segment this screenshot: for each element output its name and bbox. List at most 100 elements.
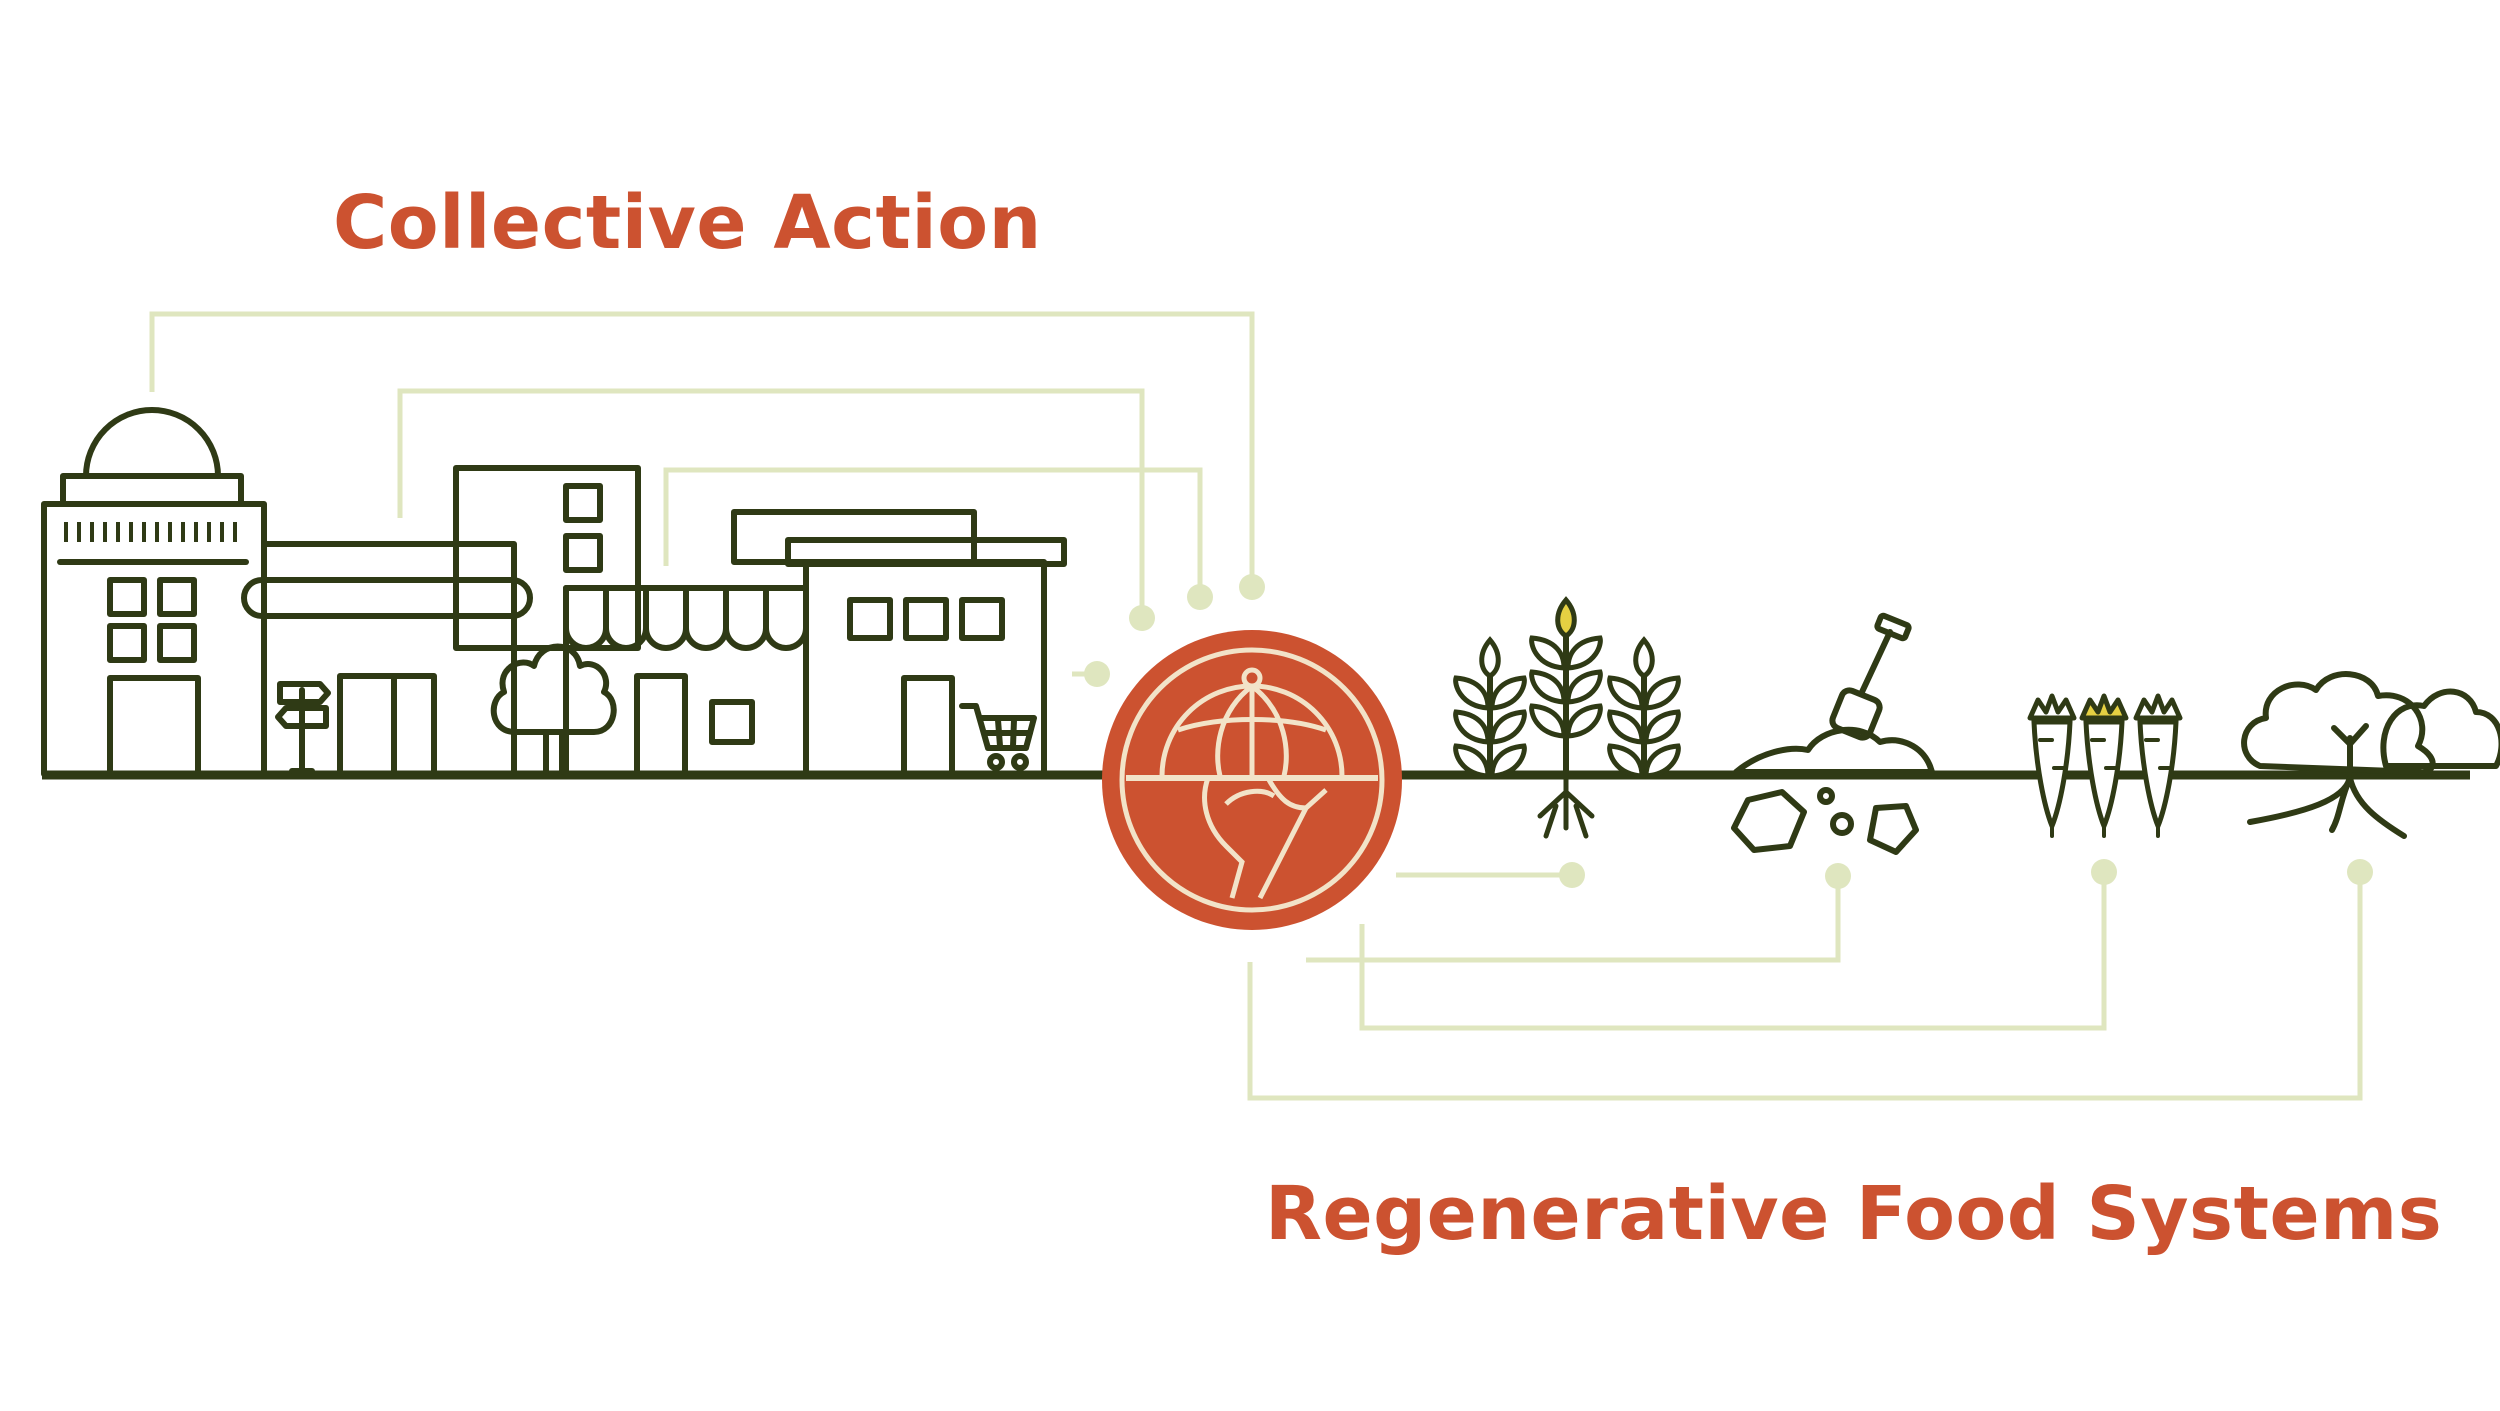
signpost-sign-top	[277, 681, 331, 705]
grain-leaf-left	[1529, 703, 1567, 739]
soil-pebble-1	[1830, 812, 1854, 836]
grocery-window-3	[959, 597, 1005, 641]
grain-leaf-left	[1529, 635, 1567, 671]
grain-top-kernel	[1633, 636, 1655, 679]
connector-civic-building	[149, 311, 1255, 586]
apartment-body	[453, 465, 641, 651]
shovel-blade	[1829, 687, 1883, 741]
connector-dot-community-center	[1129, 605, 1155, 631]
community-connectors	[149, 311, 1265, 687]
civic-door	[107, 675, 201, 778]
shovel-grip	[1874, 612, 1912, 642]
domed-civic-building-icon	[41, 407, 267, 778]
grain-leaf-right	[1565, 703, 1603, 739]
cart-wheel-2	[1011, 753, 1029, 771]
community-center-banner	[241, 577, 533, 619]
soil-rock-2	[1867, 803, 1919, 855]
civic-building-columns	[64, 522, 237, 542]
grain-stalk-1	[1453, 636, 1527, 779]
hand-holding-globe-icon	[1102, 630, 1402, 930]
food-system-icons	[1453, 596, 2500, 855]
civic-window-1	[107, 577, 147, 617]
grain-leaf-right	[1643, 743, 1681, 779]
grain-top-kernel	[1479, 636, 1501, 679]
grain-leaf-right	[1643, 675, 1681, 711]
cover-crop-back-bush	[2380, 688, 2500, 769]
community-buildings	[41, 407, 1067, 778]
hand-outline	[1202, 776, 1328, 900]
cart-basket	[959, 703, 1037, 751]
carrot-3	[2133, 693, 2183, 838]
carrot-leaves	[2079, 693, 2129, 721]
grocery-door	[901, 675, 955, 777]
soil-pebble-2	[1817, 787, 1835, 805]
grain-leaf-right	[1565, 669, 1603, 705]
soil-rock-1	[1731, 789, 1807, 853]
apartment-building-icon	[453, 465, 641, 651]
connector-dot-market	[1187, 584, 1213, 610]
tree-canopy	[490, 643, 617, 735]
grain-leaf-left	[1607, 675, 1645, 711]
carrot-root	[2137, 719, 2179, 833]
carrots-icon	[2027, 693, 2183, 838]
shovel-handle	[1859, 629, 1893, 695]
collective-action-heading: Collective Action	[333, 180, 1042, 266]
grain-leaf-right	[1489, 709, 1527, 745]
carrot-2	[2079, 693, 2129, 838]
market-window	[709, 699, 755, 745]
tree-icon	[490, 643, 617, 775]
market-door	[634, 673, 688, 777]
grocery-window-1	[847, 597, 893, 641]
connector-market	[663, 467, 1203, 596]
grocery-body	[803, 559, 1047, 777]
hub-inner-ring	[1119, 647, 1385, 913]
grain-stalk-3	[1607, 636, 1681, 779]
cart-wheel-1	[987, 753, 1005, 771]
grain-leaf-right	[1643, 709, 1681, 745]
civic-window-2	[157, 577, 197, 617]
cover-crop-stem	[2331, 723, 2369, 775]
grain-leaf-left	[1607, 743, 1645, 779]
globe-meridian-left	[1215, 684, 1254, 777]
market-storefront-icon	[563, 585, 809, 777]
grain-leaf-left	[1453, 675, 1491, 711]
shopping-cart-icon	[959, 703, 1037, 771]
apartment-window-bottom	[563, 533, 603, 573]
grain-leaf-left	[1529, 669, 1567, 705]
dome-base	[60, 473, 244, 507]
grain-leaf-right	[1565, 635, 1603, 671]
globe-top-knob	[1241, 667, 1263, 689]
connector-dot-carrots	[2091, 859, 2117, 885]
grocery-window-2	[903, 597, 949, 641]
civic-building-body	[41, 501, 267, 777]
carrot-root	[2083, 719, 2125, 833]
connector-carrots	[1359, 874, 2107, 1031]
grain-roots	[1537, 773, 1595, 839]
grain-leaf-left	[1453, 743, 1491, 779]
community-center-door-right	[391, 673, 437, 777]
hand-thumb	[1224, 788, 1276, 806]
connector-dot-civic-building	[1239, 574, 1265, 600]
carrot-root	[2031, 719, 2073, 833]
cover-crop-roots-icon	[2241, 671, 2500, 839]
community-center-icon	[241, 541, 533, 777]
carrot-leaves	[2027, 693, 2077, 721]
cover-crop-roots	[2247, 775, 2407, 839]
soil-and-shovel-icon	[1731, 612, 1935, 855]
carrot-leaves	[2133, 693, 2183, 721]
connector-dot-grocery	[1084, 661, 1110, 687]
community-center-door-left	[337, 673, 397, 777]
apartment-window-top	[563, 483, 603, 523]
civic-window-4	[157, 623, 197, 663]
cover-crop-front-bush	[2241, 671, 2436, 776]
regenerative-food-systems-heading: Regenerative Food Systems	[1265, 1171, 2443, 1257]
food-system-connectors	[1247, 859, 2373, 1101]
grain-plants-icon	[1453, 596, 1681, 839]
connector-community-center	[397, 388, 1145, 617]
connector-dot-grain	[1559, 862, 1585, 888]
soil-mound	[1733, 726, 1935, 775]
grain-leaf-left	[1607, 709, 1645, 745]
globe-latitude	[1177, 717, 1327, 733]
